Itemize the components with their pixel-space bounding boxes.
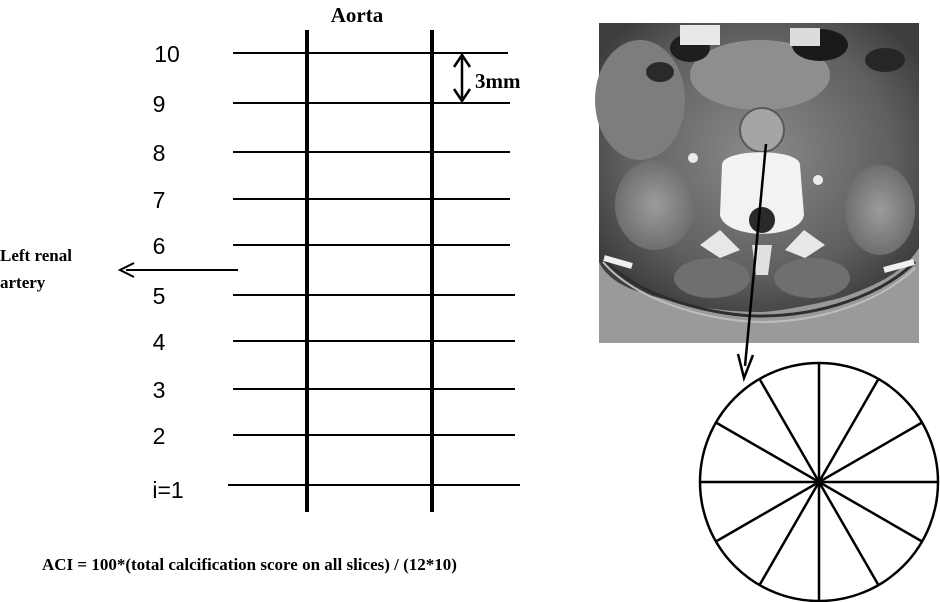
spacing-label: 3mm bbox=[475, 69, 521, 93]
renal-label-line1: Left renal bbox=[0, 246, 72, 265]
sector-divider bbox=[758, 378, 880, 586]
slice-label-4: 4 bbox=[153, 329, 166, 355]
double-arrow-icon bbox=[452, 52, 472, 104]
slice-label-10: 10 bbox=[154, 41, 180, 67]
ct-scan-image bbox=[595, 23, 919, 343]
aci-formula: ACI = 100*(total calcification score on … bbox=[42, 555, 457, 574]
aorta-label: Aorta bbox=[331, 3, 384, 27]
renal-label-line2: artery bbox=[0, 273, 46, 292]
slice-label-1: i=1 bbox=[152, 477, 183, 503]
slice-label-3: 3 bbox=[153, 377, 166, 403]
left-arrow-icon bbox=[117, 262, 238, 278]
slice-label-5: 5 bbox=[153, 283, 166, 309]
slice-label-8: 8 bbox=[153, 140, 166, 166]
slice-lines bbox=[228, 52, 520, 486]
down-arrow-icon bbox=[736, 143, 768, 383]
slice-label-6: 6 bbox=[153, 233, 166, 259]
slice-label-7: 7 bbox=[153, 187, 166, 213]
slice-label-9: 9 bbox=[153, 91, 166, 117]
slice-label-2: 2 bbox=[153, 423, 166, 449]
segmented-circle bbox=[698, 361, 940, 602]
